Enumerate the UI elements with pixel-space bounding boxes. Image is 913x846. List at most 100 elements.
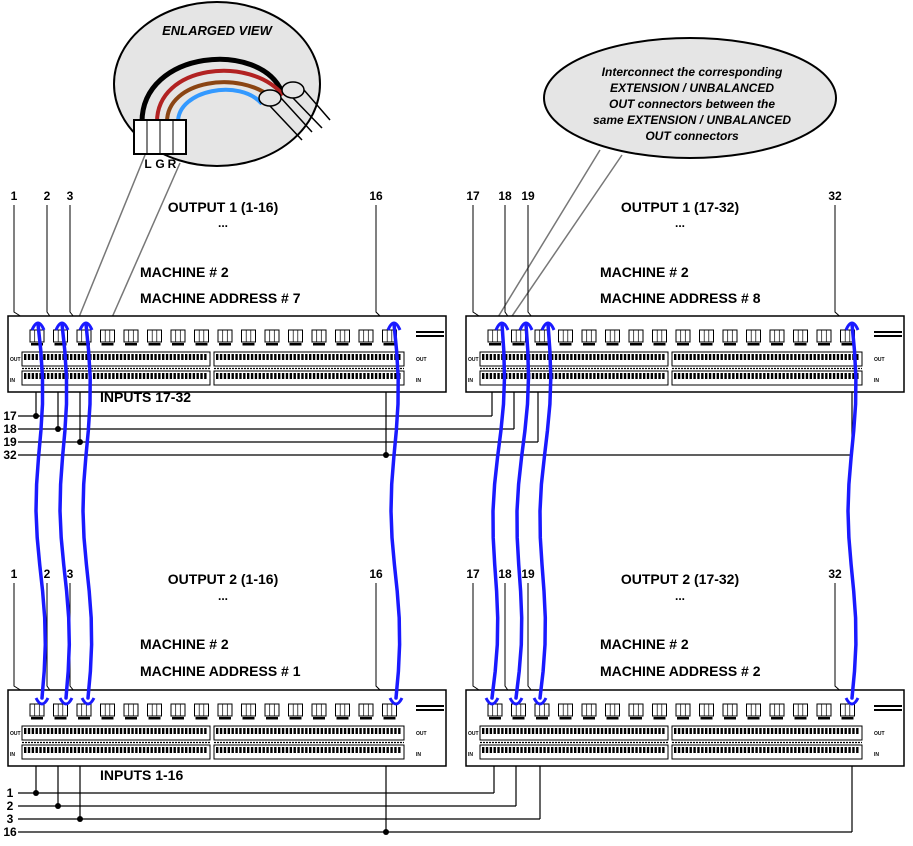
- output-label: OUTPUT 2 (1-16): [168, 571, 278, 587]
- out-terminal: [266, 728, 269, 734]
- in-terminal: [848, 373, 851, 379]
- out-terminal: [371, 354, 374, 360]
- output-number: 17: [466, 567, 480, 581]
- output-label: OUTPUT 1 (1-16): [168, 199, 278, 215]
- machine-address: MACHINE ADDRESS # 2: [600, 663, 761, 679]
- extension-connector: [816, 703, 832, 717]
- in-terminal: [635, 747, 638, 753]
- in-terminal: [501, 747, 504, 753]
- in-terminal: [258, 373, 262, 379]
- in-terminal: [763, 747, 766, 753]
- in-terminal: [720, 747, 723, 753]
- in-terminal: [73, 747, 77, 753]
- out-terminal: [832, 728, 836, 734]
- out-terminal: [119, 728, 123, 734]
- in-terminal: [829, 747, 832, 753]
- in-terminal: [355, 747, 358, 753]
- out-terminal: [689, 354, 692, 360]
- in-terminal: [786, 373, 789, 379]
- in-terminal: [188, 747, 192, 753]
- out-terminal: [177, 728, 180, 734]
- in-terminal: [196, 373, 199, 379]
- in-terminal: [378, 747, 382, 753]
- output-number: 17: [466, 189, 480, 203]
- out-terminal: [47, 728, 50, 734]
- extension-connector: [793, 329, 808, 343]
- out-terminal: [89, 728, 92, 734]
- in-terminal: [278, 373, 281, 379]
- out-terminal: [708, 354, 712, 360]
- out-terminal: [316, 354, 320, 360]
- in-terminal: [562, 373, 565, 379]
- input-line-label: 18: [3, 422, 17, 436]
- in-terminal: [852, 747, 855, 753]
- in-terminal: [623, 747, 627, 753]
- out-terminal: [289, 354, 293, 360]
- connector-label-mark: [313, 343, 325, 346]
- junction-dot: [383, 829, 389, 835]
- connector-label-mark: [31, 717, 43, 720]
- connector-label-mark: [512, 343, 525, 346]
- out-terminal: [531, 728, 535, 734]
- in-terminal: [104, 747, 107, 753]
- in-terminal: [177, 747, 180, 753]
- in-terminal: [825, 373, 828, 379]
- in-terminal: [301, 747, 304, 753]
- in-terminal: [685, 747, 689, 753]
- in-terminal: [27, 373, 31, 379]
- in-terminal: [751, 747, 754, 753]
- in-terminal: [646, 373, 650, 379]
- out-terminal: [743, 354, 747, 360]
- in-terminal: [127, 373, 130, 379]
- in-terminal: [108, 373, 111, 379]
- in-terminal: [278, 747, 281, 753]
- out-terminal: [31, 354, 35, 360]
- in-terminal: [192, 373, 196, 379]
- out-terminal: [343, 354, 347, 360]
- in-terminal: [219, 373, 223, 379]
- output-number: 2: [44, 567, 51, 581]
- machine-bottom-right: 17 18 19 32 OUTPUT 2 (17-32) ... MACHINE…: [466, 567, 842, 679]
- in-terminal: [243, 373, 246, 379]
- out-terminal: [817, 728, 820, 734]
- out-terminal: [728, 728, 731, 734]
- pointer-line: [109, 162, 181, 323]
- in-terminal: [535, 747, 539, 753]
- in-label-left: IN: [10, 378, 15, 384]
- out-terminal: [654, 354, 657, 360]
- connector-label-mark: [489, 717, 501, 720]
- in-terminal: [169, 747, 173, 753]
- out-terminal: [374, 728, 378, 734]
- in-terminal: [681, 373, 685, 379]
- in-terminal: [250, 747, 254, 753]
- out-terminal: [604, 728, 608, 734]
- extension-connector: [100, 329, 115, 343]
- out-terminal: [794, 354, 797, 360]
- machine-address: MACHINE ADDRESS # 1: [140, 663, 301, 679]
- out-terminal: [635, 728, 638, 734]
- in-terminal: [54, 373, 58, 379]
- out-label-left: OUT: [468, 357, 479, 363]
- in-terminal: [600, 373, 604, 379]
- out-terminal: [223, 354, 227, 360]
- input-line-label: 1: [7, 786, 14, 800]
- extension-connector: [264, 703, 280, 717]
- extension-connector: [53, 703, 68, 717]
- out-terminal: [394, 728, 397, 734]
- junction-dot: [77, 439, 83, 445]
- in-terminal: [790, 747, 793, 753]
- out-terminal: [127, 728, 130, 734]
- in-terminal: [627, 747, 631, 753]
- in-terminal: [363, 747, 366, 753]
- in-terminal: [50, 747, 54, 753]
- output-leader: [13, 205, 31, 323]
- out-terminal: [100, 354, 104, 360]
- extension-connector: [558, 703, 573, 717]
- out-terminal: [739, 728, 743, 734]
- extension-connector: [217, 703, 233, 717]
- in-terminal: [336, 747, 339, 753]
- out-terminal: [81, 354, 84, 360]
- out-terminal: [243, 354, 246, 360]
